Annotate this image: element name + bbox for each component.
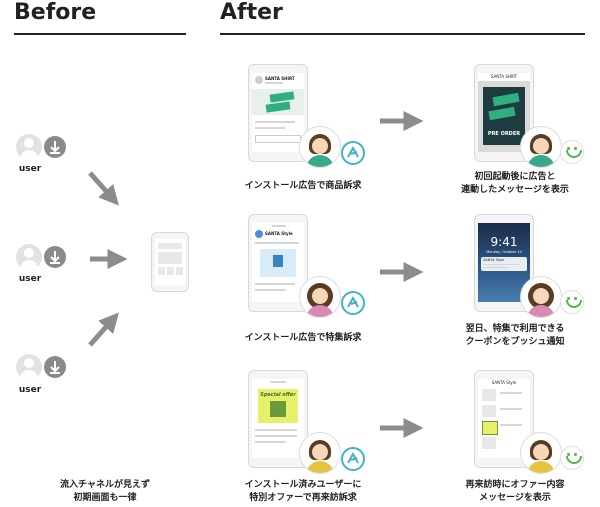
caption-line: 翌日、特集で利用できる	[465, 324, 565, 334]
smile-icon	[561, 141, 583, 163]
user-avatar	[299, 276, 341, 318]
caption-line: 再来訪時にオファー内容	[465, 480, 565, 490]
user-label: user	[18, 164, 42, 174]
caption-row3-right: 再来訪時にオファー内容 メッセージを表示	[440, 479, 590, 505]
caption-row1-left: インストール広告で商品訴求	[244, 181, 362, 191]
person-icon	[16, 354, 42, 380]
phone-message-banner: SANTA SHIRT PRE ORDER	[474, 64, 534, 162]
after-rule	[220, 33, 585, 35]
lock-date: Monday, October 24	[486, 250, 522, 254]
user-label: user	[18, 385, 42, 395]
user-label: user	[18, 274, 42, 284]
download-icon	[44, 136, 66, 158]
person-icon	[16, 134, 42, 160]
caption-row3-left: インストール済みユーザーに 特別オファーで再来訪訴求	[218, 479, 388, 505]
before-heading: Before	[14, 0, 97, 25]
app-logo-icon	[341, 141, 365, 165]
screen-brand: SANTA SHIRT	[265, 76, 295, 81]
after-heading: After	[220, 0, 283, 25]
caption-row1-right: 初回起動後に広告と 連動したメッセージを表示	[440, 171, 590, 197]
user-avatar	[520, 432, 562, 474]
phone-ad-product: SANTA SHIRT	[248, 64, 308, 162]
lock-time: 9:41	[490, 235, 518, 249]
smile-icon	[561, 447, 583, 469]
before-rule	[14, 33, 186, 35]
caption-line: クーポンをプッシュ通知	[465, 337, 565, 347]
screen-brand: SANTA Style	[491, 380, 517, 385]
app-logo-icon	[341, 291, 365, 315]
before-caption: 流入チャネルが見えず 初期画面も一律	[20, 479, 190, 505]
phone-ad-feature: SANTA Style	[248, 214, 308, 312]
caption-row2-left: インストール広告で特集訴求	[244, 333, 362, 343]
generic-phone	[151, 232, 189, 292]
caption-row2-right: 翌日、特集で利用できる クーポンをプッシュ通知	[440, 323, 590, 349]
caption-line: 初回起動後に広告と	[474, 172, 556, 182]
user-avatar	[520, 276, 562, 318]
app-logo-icon	[341, 447, 365, 471]
download-icon	[44, 246, 66, 268]
arrow-icon	[88, 171, 119, 206]
notif-brand: SANTA Style	[483, 258, 505, 262]
pre-order-label: PRE ORDER	[487, 131, 521, 137]
caption-line: インストール済みユーザーに	[244, 480, 362, 490]
person-icon	[16, 244, 42, 270]
caption-line: 初期画面も一律	[73, 493, 137, 503]
download-icon	[44, 356, 66, 378]
user-avatar	[299, 126, 341, 168]
caption-line: 連動したメッセージを表示	[461, 185, 569, 195]
phone-special-offer: Special offer	[248, 370, 308, 468]
user-avatar	[520, 126, 562, 168]
screen-brand: SANTA Style	[265, 231, 293, 236]
caption-line: 特別オファーで再来訪訴求	[249, 493, 357, 503]
caption-line: 流入チャネルが見えず	[60, 480, 150, 490]
smile-icon	[561, 291, 583, 313]
arrow-icon	[88, 312, 119, 347]
offer-title: Special offer	[260, 392, 296, 398]
user-avatar	[299, 432, 341, 474]
screen-brand: SANTA SHIRT	[478, 73, 530, 81]
caption-line: メッセージを表示	[479, 493, 551, 503]
